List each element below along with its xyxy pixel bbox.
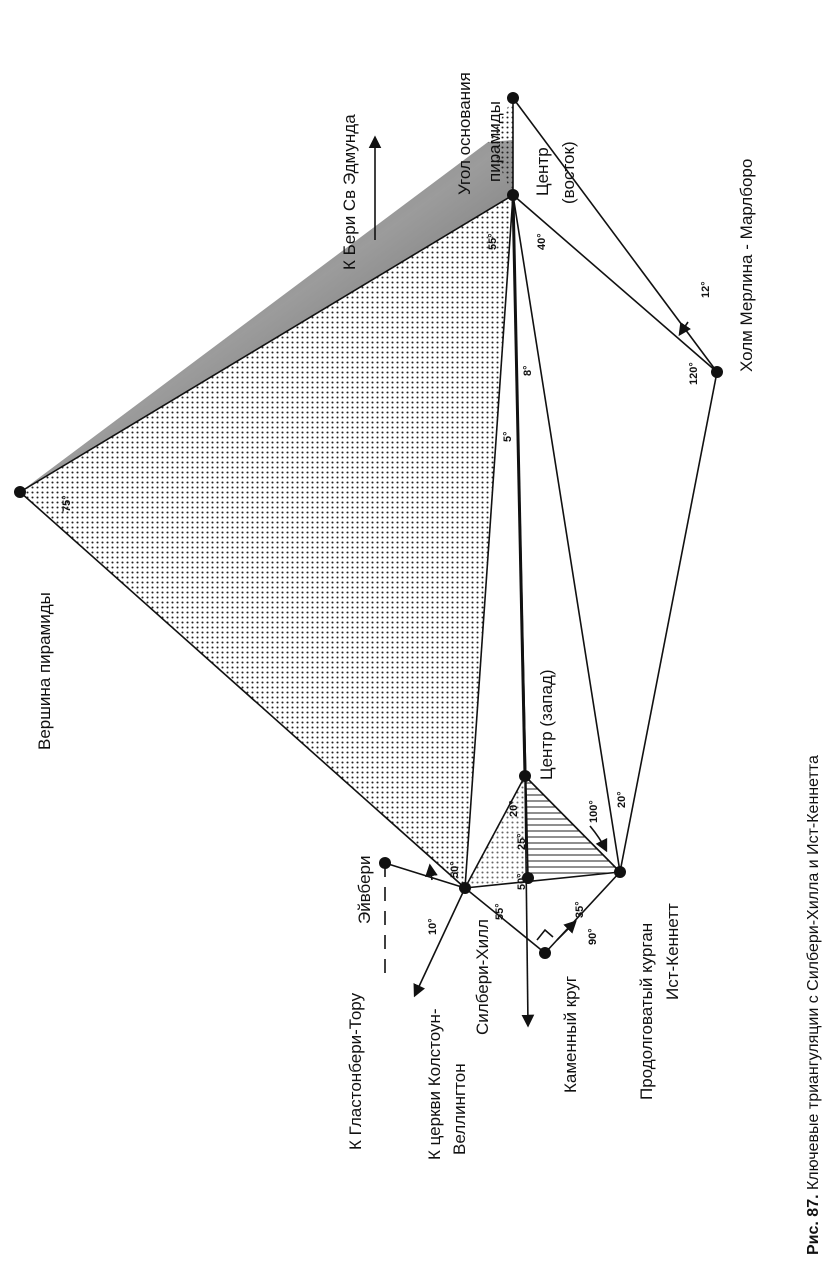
angle-120: 120° bbox=[688, 362, 700, 385]
colston-label-1: К церкви Колстоун- bbox=[425, 1008, 444, 1160]
angle-75: 75° bbox=[61, 495, 73, 512]
apex-label: Вершина пирамиды bbox=[35, 592, 54, 750]
pyramid-dotted-face bbox=[20, 195, 513, 888]
merlin-point bbox=[711, 366, 723, 378]
angle-100: 100° bbox=[588, 800, 600, 823]
angle-10: 10° bbox=[427, 918, 439, 935]
colston-label-2: Веллингтон bbox=[450, 1063, 469, 1155]
barrow-label-1: Продолговатый курган bbox=[637, 923, 656, 1100]
center-east-point bbox=[507, 189, 519, 201]
figure-caption: Рис. 87. Ключевые триангуляции с Силбери… bbox=[805, 755, 822, 1255]
caption-text: Ключевые триангуляции с Силбери-Хилла и … bbox=[805, 755, 822, 1194]
stone-circle-point bbox=[539, 947, 551, 959]
avebury-point bbox=[379, 857, 391, 869]
center-east-label-1: Центр bbox=[533, 147, 552, 196]
avebury-label: Эйвбери bbox=[355, 855, 374, 924]
apex-point bbox=[14, 486, 26, 498]
angle-12: 12° bbox=[700, 281, 712, 298]
angle-40: 40° bbox=[536, 233, 548, 250]
pyramid-upper-sliver bbox=[488, 98, 513, 195]
angle-20-b: 20° bbox=[616, 791, 628, 808]
corner-label-2: пирамиды bbox=[485, 101, 504, 182]
angle-55-bottom: 55° bbox=[494, 903, 506, 920]
angle-20-a: 20° bbox=[508, 800, 520, 817]
merlin-label: Холм Мерлина - Марлборо bbox=[737, 159, 756, 372]
silbury-label: Силбери-Хилл bbox=[473, 919, 492, 1035]
angle-5: 5° bbox=[502, 431, 514, 442]
center-west-label: Центр (запад) bbox=[537, 669, 556, 780]
angle-25: 25° bbox=[516, 833, 528, 850]
silbury-point bbox=[459, 882, 471, 894]
corner-label-1: Угол основания bbox=[455, 72, 474, 195]
center-west-point bbox=[519, 770, 531, 782]
angle-50-a: 50° bbox=[449, 861, 461, 878]
angle-50-b: 50° bbox=[516, 873, 528, 890]
st-edmunds-label: К Бери Св Эдмунда bbox=[340, 114, 359, 270]
angle-8: 8° bbox=[522, 365, 534, 376]
corner-point bbox=[507, 92, 519, 104]
caption-number: Рис. 87. bbox=[805, 1194, 822, 1255]
pyramid-dark-face bbox=[20, 140, 513, 492]
angle-55-top: 55° bbox=[487, 233, 499, 250]
triangulation-lines bbox=[19, 97, 718, 1028]
glastonbury-label: К Гластонбери-Тору bbox=[346, 992, 365, 1150]
angle-labels: 75° 55° 40° 12° 120° 8° 5° 20° 100° 20° … bbox=[61, 233, 712, 945]
angle-90: 90° bbox=[587, 928, 599, 945]
hatched-triangle bbox=[525, 776, 620, 878]
stone-circle-label: Каменный круг bbox=[561, 976, 580, 1093]
barrow-label-2: Ист-Кеннетт bbox=[663, 903, 682, 1000]
barrow-point bbox=[614, 866, 626, 878]
inner-point bbox=[522, 872, 534, 884]
angle-35: 35° bbox=[574, 901, 586, 918]
center-east-label-2: (восток) bbox=[559, 141, 578, 204]
place-labels: Вершина пирамиды Угол основания пирамиды… bbox=[35, 72, 756, 1160]
